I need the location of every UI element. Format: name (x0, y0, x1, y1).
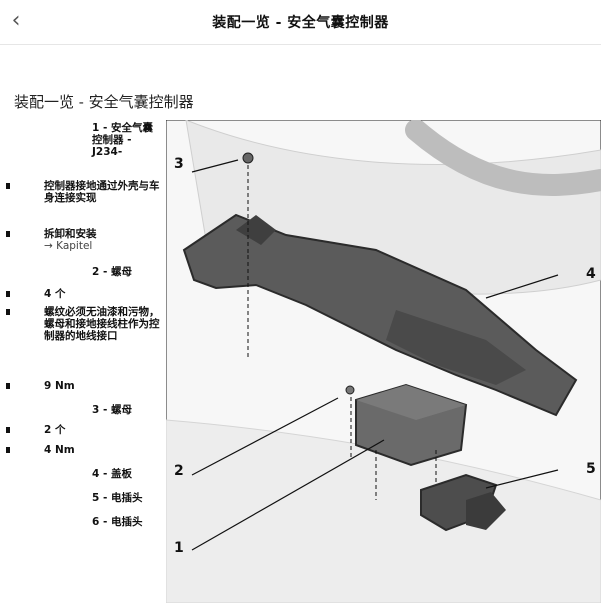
nut-2 (345, 385, 355, 395)
legend-item-3: 3 - 螺母 (92, 404, 162, 416)
leader-1 (191, 439, 385, 551)
callout-3: 3 (174, 156, 184, 172)
callout-4: 4 (586, 266, 596, 282)
pipe-shape (405, 120, 601, 196)
chevron-left-icon[interactable]: ‹ (11, 8, 21, 33)
legend-item-number: 2 - (92, 266, 108, 278)
legend-item-2: 2 - 螺母 (92, 266, 162, 278)
leader-3 (191, 159, 239, 173)
legend-item-number: 4 - (92, 468, 108, 480)
bullet-icon (6, 309, 10, 315)
legend-note-text: 9 Nm (44, 380, 75, 392)
connector-6 (466, 492, 506, 530)
assembly-figure: 3 4 2 5 1 (166, 120, 601, 603)
legend-note: 控制器接地通过外壳与车身连接实现 (6, 180, 164, 204)
legend-item-label: 螺母 (110, 266, 132, 278)
legend-item-label: 电插头 (110, 516, 143, 528)
leader-4 (485, 274, 559, 299)
bullet-icon (6, 291, 10, 297)
bullet-icon (6, 447, 10, 453)
bullet-icon (6, 427, 10, 433)
legend-note: 螺纹必须无油漆和污物，螺母和接地接线柱作为控制器的地线接口 (6, 306, 164, 342)
legend-item-label: 盖板 (110, 468, 132, 480)
legend-item-number: 5 - (92, 492, 108, 504)
legend-item-number: 3 - (92, 404, 108, 416)
chapter-link[interactable]: → Kapitel (44, 240, 93, 252)
legend-item-number: 6 - (92, 516, 108, 528)
legend-item-label: 螺母 (110, 404, 132, 416)
legend-item-5: 5 - 电插头 (92, 492, 162, 504)
callout-leaders (191, 159, 559, 551)
legend-item-6: 6 - 电插头 (92, 516, 162, 528)
legend-note-text: 螺纹必须无油漆和污物，螺母和接地接线柱作为控制器的地线接口 (44, 306, 160, 342)
legend-item-number: 1 - (92, 122, 108, 134)
leader-5 (485, 469, 559, 489)
legend-note-text: 2 个 (44, 424, 66, 436)
assembly-guides (247, 165, 437, 500)
callout-2: 2 (174, 463, 184, 479)
legend-item-1: 1 - 安全气囊控制器 - J234- (92, 122, 162, 158)
top-bar: ‹ 装配一览 - 安全气囊控制器 (0, 0, 601, 45)
bullet-icon (6, 183, 10, 189)
legend-note: 4 个 (6, 288, 164, 300)
control-unit-top (356, 385, 466, 420)
cover-bracket (236, 215, 276, 245)
callout-5: 5 (586, 461, 596, 477)
callout-1: 1 (174, 540, 184, 556)
legend-note-text: 4 个 (44, 288, 66, 300)
bullet-icon (6, 231, 10, 237)
assembly-drawing (166, 120, 601, 603)
legend-note-text: 控制器接地通过外壳与车身连接实现 (44, 180, 160, 204)
section-heading: 装配一览 - 安全气囊控制器 (14, 93, 194, 111)
legend-note: 4 Nm (6, 444, 164, 456)
legend-note-text: 4 Nm (44, 444, 75, 456)
legend-item-4: 4 - 盖板 (92, 468, 162, 480)
bullet-icon (6, 383, 10, 389)
legend-note: 拆卸和安装 → Kapitel (6, 228, 164, 252)
cover-ridge (386, 310, 526, 385)
page-title: 装配一览 - 安全气囊控制器 (212, 15, 389, 31)
leader-2 (191, 397, 339, 476)
legend-item-label: 电插头 (110, 492, 143, 504)
legend-note: 9 Nm (6, 380, 164, 392)
legend-note: 2 个 (6, 424, 164, 436)
legend-item-label: 安全气囊控制器 - J234- (92, 122, 153, 158)
nut-3 (242, 152, 254, 164)
legend-note-text: 拆卸和安装 (44, 228, 97, 240)
